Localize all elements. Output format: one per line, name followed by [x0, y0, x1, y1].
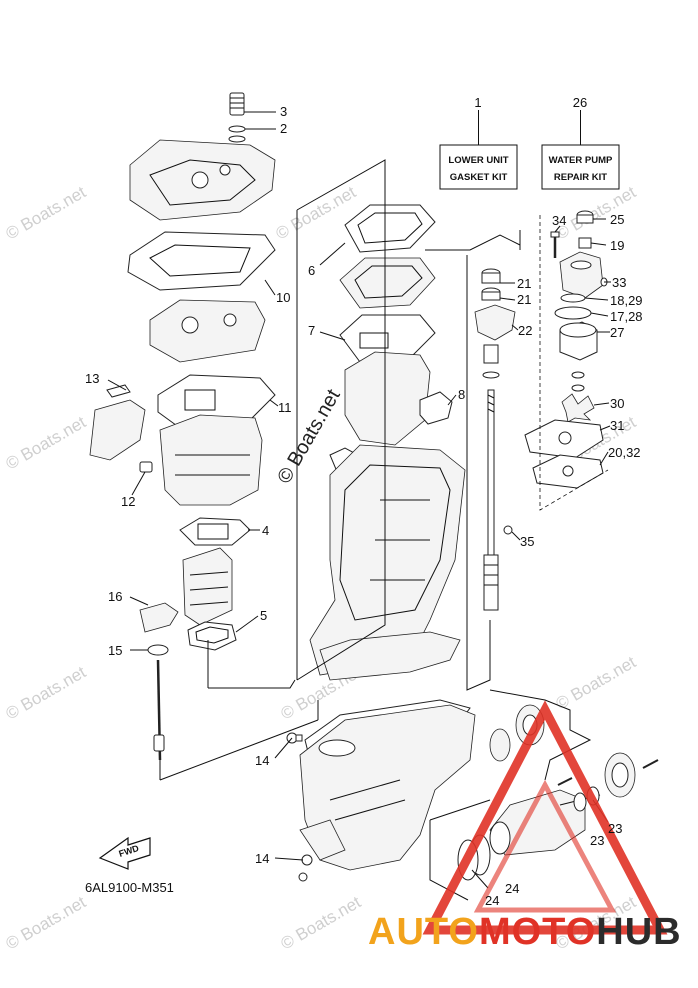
- callout-24: 24: [505, 881, 519, 896]
- callout-19: 19: [610, 238, 624, 253]
- callout-25: 25: [610, 212, 624, 227]
- callout-26: 26: [573, 95, 587, 110]
- exhaust-housing-part: [149, 299, 266, 363]
- group-frames: [159, 159, 609, 901]
- exhaust-guide-part: [344, 351, 431, 446]
- callout-2: 2: [280, 121, 287, 136]
- left-parts-group: [89, 92, 276, 761]
- pump-housing-part: [559, 251, 604, 299]
- callout-17-28: 17,28: [610, 309, 643, 324]
- drive-shaft-group: [474, 268, 516, 611]
- callout-31: 31: [610, 418, 624, 433]
- callout-20-32: 20,32: [608, 445, 641, 460]
- callout-30: 30: [610, 396, 624, 411]
- callout-16: 16: [108, 589, 122, 604]
- part-35-pin: [503, 525, 513, 535]
- part-13-clip: [106, 384, 131, 398]
- watermark: © Boats.net: [278, 892, 365, 953]
- callout-4: 4: [262, 523, 269, 538]
- water-pump-group: [524, 210, 608, 489]
- watermark: © Boats.net: [273, 182, 360, 243]
- kit-box-water-pump-repair: WATER PUMP REPAIR KIT: [541, 110, 620, 190]
- doc-code: 6AL9100-M351: [85, 880, 174, 895]
- brand-triangle-watermark: [422, 700, 668, 935]
- part-19-collar: [578, 237, 592, 249]
- callout-24-secondary: 24: [485, 893, 499, 908]
- kit-box-line1: WATER PUMP: [549, 155, 613, 166]
- callout-27: 27: [610, 325, 624, 340]
- part-2-o-ring: [228, 125, 246, 133]
- kit-box-lower-unit-gasket: LOWER UNIT GASKET KIT: [439, 110, 518, 190]
- exhaust-tube-part: [182, 547, 233, 626]
- part-4-gasket: [179, 517, 251, 546]
- part-12-fitting: [139, 461, 153, 473]
- oil-pan-part: [159, 414, 263, 506]
- callout-14-upper: 14: [255, 753, 269, 768]
- watermark: © Boats.net: [3, 182, 90, 243]
- fwd-arrow-icon: FWD: [98, 836, 151, 870]
- watermark: © Boats.net: [3, 892, 90, 953]
- brand-moto: MOTO: [479, 911, 596, 953]
- part-8-damper: [419, 391, 453, 425]
- callout-15: 15: [108, 643, 122, 658]
- callout-3: 3: [280, 104, 287, 119]
- part-10-gasket: [127, 231, 276, 291]
- brand-logo: AUTOMOTOHUB: [368, 911, 682, 953]
- drive-shaft-part: [487, 389, 495, 571]
- watermark: © Boats.net: [3, 412, 90, 473]
- callout-23: 23: [608, 821, 622, 836]
- part-15-grommet: [147, 644, 169, 656]
- callout-1: 1: [474, 95, 481, 110]
- callout-10: 10: [276, 290, 290, 305]
- svg-text:AUTOMOTOHUB: AUTOMOTOHUB: [368, 911, 682, 953]
- callout-35: 35: [520, 534, 534, 549]
- part-3-plug: [229, 92, 245, 116]
- callout-33: 33: [612, 275, 626, 290]
- callout-12: 12: [121, 494, 135, 509]
- callout-8: 8: [458, 387, 465, 402]
- part-6-gasket: [344, 204, 436, 253]
- part-11-gasket: [157, 374, 276, 429]
- kit-box-line2: GASKET KIT: [450, 172, 508, 183]
- callout-14-lower: 14: [255, 851, 269, 866]
- brand-auto: AUTO: [368, 911, 479, 953]
- watermark: © Boats.net: [3, 662, 90, 723]
- kit-box-line2: REPAIR KIT: [554, 172, 607, 183]
- callout-5: 5: [260, 608, 267, 623]
- part-30-impeller: [561, 393, 595, 423]
- kit-box-line1: LOWER UNIT: [448, 155, 508, 166]
- callout-13: 13: [85, 371, 99, 386]
- callout-6: 6: [308, 263, 315, 278]
- callout-34: 34: [552, 213, 566, 228]
- part-23-seal: [573, 792, 587, 812]
- part-18-29-o-ring: [560, 293, 586, 303]
- callout-18-29: 18,29: [610, 293, 643, 308]
- brand-hub: HUB: [596, 911, 681, 953]
- callout-21-upper: 21: [517, 276, 531, 291]
- callout-23-secondary: 23: [590, 833, 604, 848]
- part-17-28-o-ring: [554, 306, 592, 320]
- part-14-plug: [298, 854, 313, 882]
- callout-11: 11: [278, 400, 292, 415]
- bracket-part: [89, 399, 146, 461]
- pinion-gear-part: [489, 728, 511, 762]
- callout-22: 22: [518, 323, 532, 338]
- part-5-seal: [187, 621, 237, 651]
- part-22-housing: [474, 304, 516, 341]
- part-16-bracket: [139, 602, 179, 633]
- callout-21-lower: 21: [517, 292, 531, 307]
- callout-7: 7: [308, 323, 315, 338]
- callouts: 1 26 3 2 6 10 7 13 8 11 12 4 5 16 15 14 …: [85, 95, 643, 896]
- watermark: © Boats.net: [553, 652, 640, 713]
- center-parts-group: [309, 204, 466, 681]
